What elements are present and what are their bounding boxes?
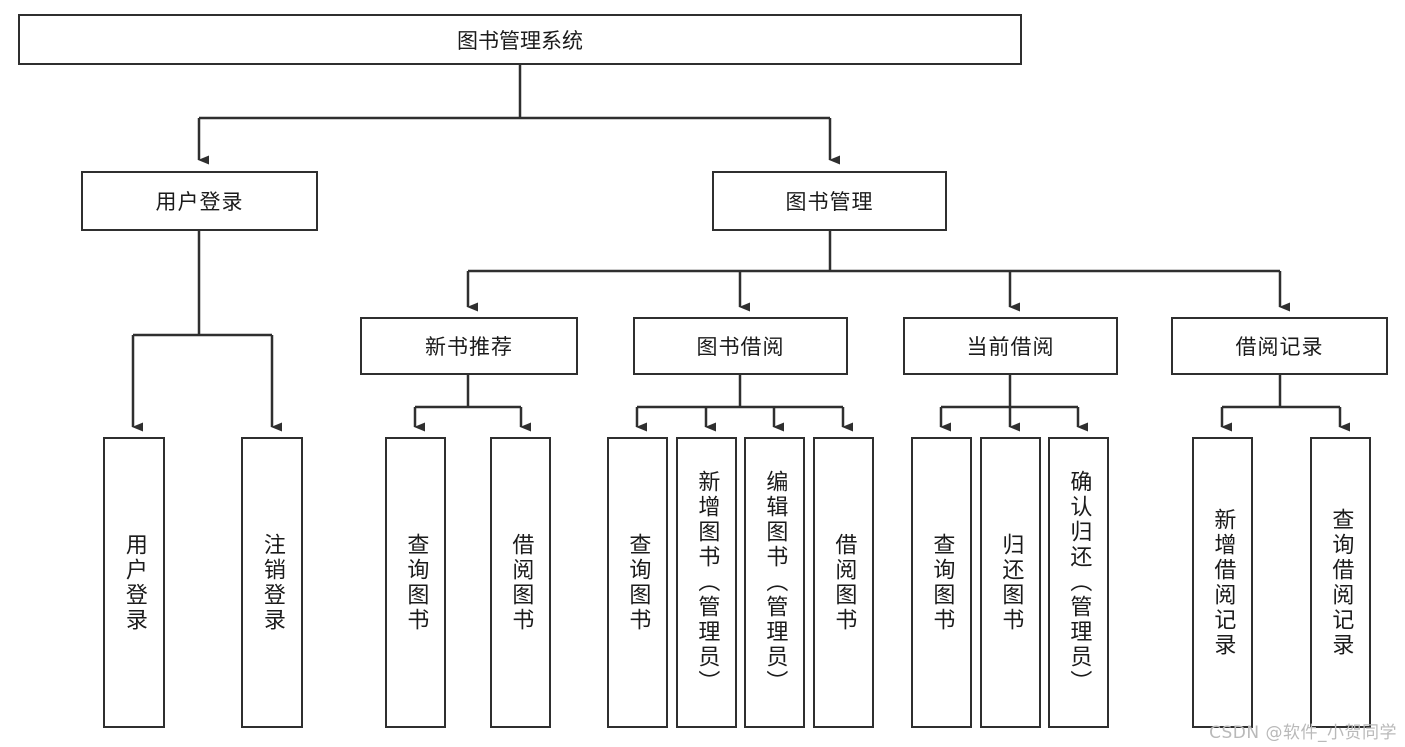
node-label: 图书管理系统 [457,28,583,53]
leaf-newbook-query-book[interactable]: 查询图书 [385,437,446,728]
node-label: 归还图书 [998,532,1024,633]
node-current-borrow[interactable]: 当前借阅 [903,317,1118,375]
node-label: 编辑图书（管理员） [762,470,788,695]
node-label: 新增图书（管理员） [694,470,720,695]
leaf-current-return-book[interactable]: 归还图书 [980,437,1041,728]
node-label: 借阅图书 [831,532,857,633]
node-book-management[interactable]: 图书管理 [712,171,947,231]
leaf-current-query-book[interactable]: 查询图书 [911,437,972,728]
leaf-newbook-borrow-book[interactable]: 借阅图书 [490,437,551,728]
leaf-borrow-edit-book-admin[interactable]: 编辑图书（管理员） [744,437,805,728]
node-label: 用户登录 [121,532,147,633]
node-label: 注销登录 [259,532,285,633]
node-new-book-recommend[interactable]: 新书推荐 [360,317,578,375]
leaf-current-confirm-return-admin[interactable]: 确认归还（管理员） [1048,437,1109,728]
leaf-borrow-borrow-book[interactable]: 借阅图书 [813,437,874,728]
leaf-record-query-record[interactable]: 查询借阅记录 [1310,437,1371,728]
leaf-borrow-query-book[interactable]: 查询图书 [607,437,668,728]
leaf-user-logout[interactable]: 注销登录 [241,437,303,728]
node-label: 借阅图书 [508,532,534,633]
node-label: 查询图书 [403,532,429,633]
node-borrow-record[interactable]: 借阅记录 [1171,317,1388,375]
node-label: 查询图书 [929,532,955,633]
leaf-borrow-add-book-admin[interactable]: 新增图书（管理员） [676,437,737,728]
node-user-login[interactable]: 用户登录 [81,171,318,231]
node-label: 新书推荐 [425,335,513,359]
leaf-user-login[interactable]: 用户登录 [103,437,165,728]
watermark: CSDN @软件_小贺同学 [1209,723,1397,743]
node-label: 图书管理 [785,190,874,214]
node-label: 查询图书 [625,532,651,633]
node-root-system[interactable]: 图书管理系统 [18,14,1022,65]
node-label: 当前借阅 [966,335,1055,359]
node-label: 用户登录 [155,190,244,214]
node-label: 确认归还（管理员） [1066,470,1092,695]
node-book-borrow[interactable]: 图书借阅 [633,317,848,375]
node-label: 借阅记录 [1235,335,1324,359]
node-label: 图书借阅 [696,335,785,359]
leaf-record-add-record[interactable]: 新增借阅记录 [1192,437,1253,728]
node-label: 新增借阅记录 [1210,507,1236,658]
node-label: 查询借阅记录 [1328,507,1354,658]
